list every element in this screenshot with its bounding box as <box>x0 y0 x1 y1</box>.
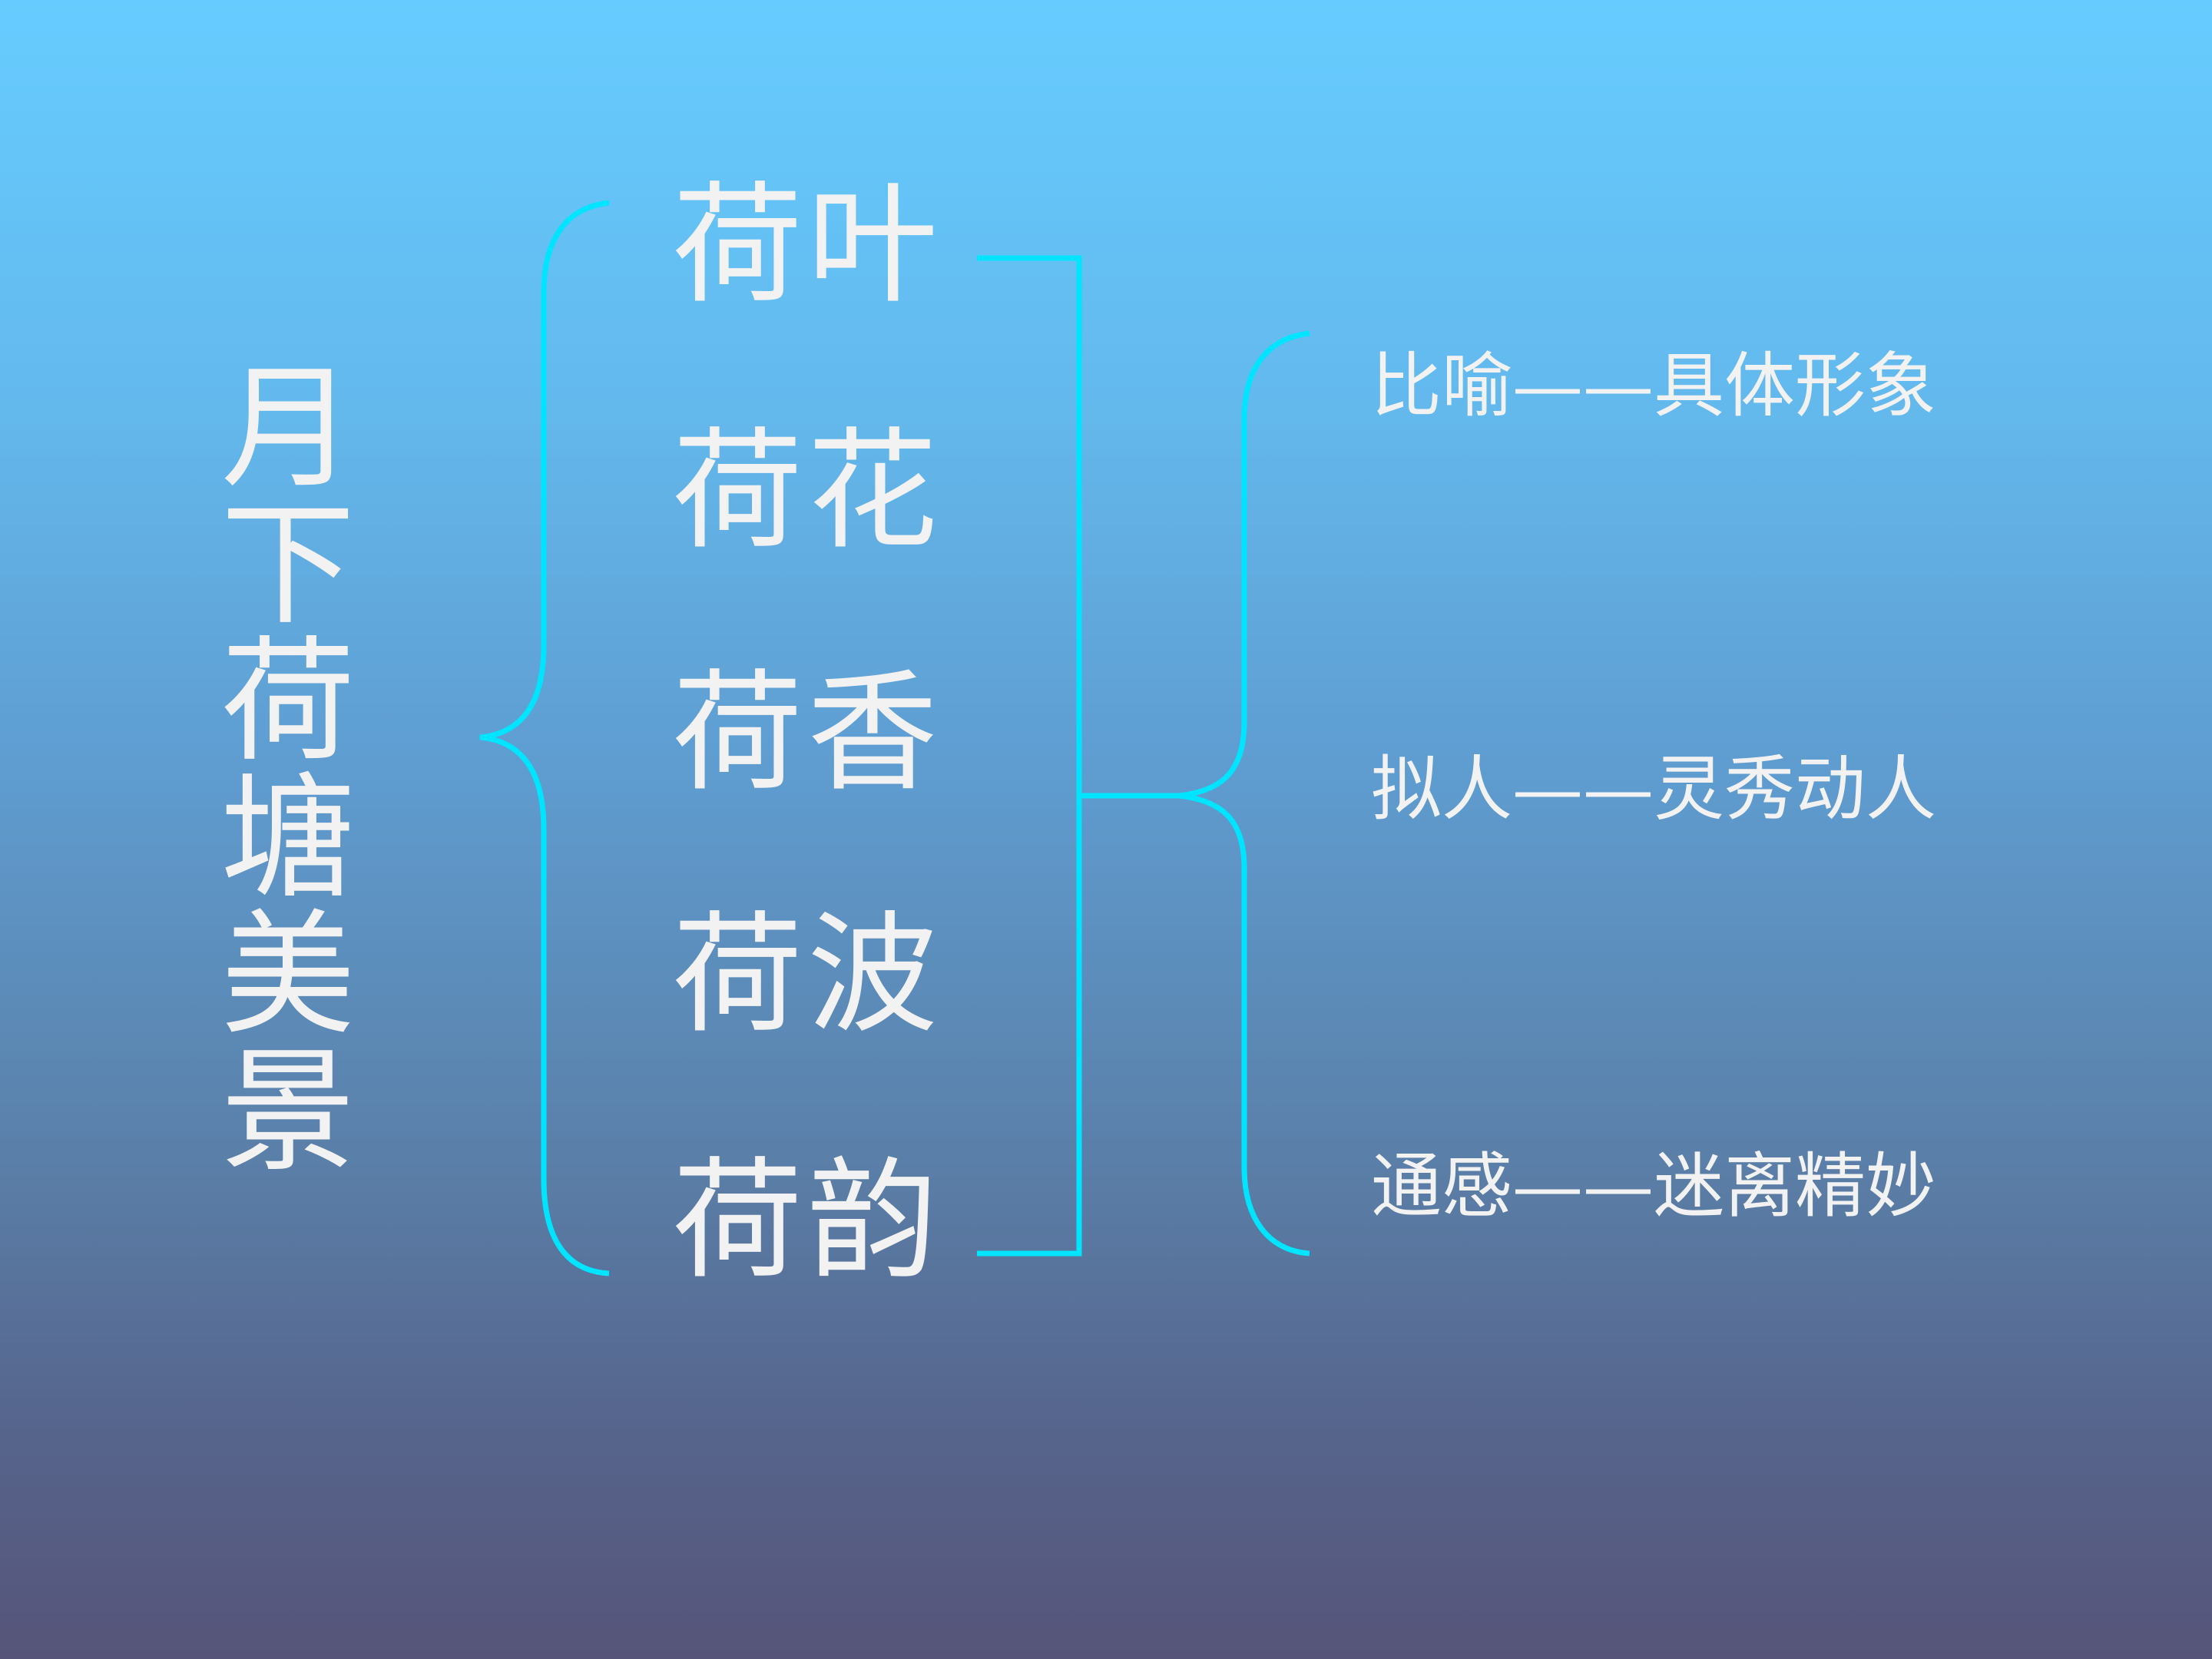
title-char: 塘 <box>220 761 356 917</box>
title-char: 月 <box>220 351 356 507</box>
center-item-lotus-fragrance: 荷香 <box>672 657 943 810</box>
right-curly-brace <box>1178 330 1310 1257</box>
device-metaphor: 比喻——具体形象 <box>1371 345 1937 427</box>
device-personification: 拟人——灵秀动人 <box>1371 748 1937 830</box>
title-char: 景 <box>220 1035 356 1190</box>
center-item-lotus-wave: 荷波 <box>672 899 943 1051</box>
device-synesthesia: 通感——迷离精妙 <box>1371 1145 1937 1227</box>
vertical-title: 月 下 荷 塘 美 景 <box>219 361 357 1181</box>
center-item-lotus-leaf: 荷叶 <box>672 170 943 322</box>
center-item-lotus-flower: 荷花 <box>672 416 943 568</box>
title-char: 美 <box>220 898 356 1054</box>
center-item-lotus-charm: 荷韵 <box>672 1145 943 1297</box>
title-char: 下 <box>220 488 356 644</box>
title-char: 荷 <box>220 624 356 780</box>
left-curly-brace <box>479 200 610 1277</box>
right-square-bracket <box>977 255 1082 1257</box>
